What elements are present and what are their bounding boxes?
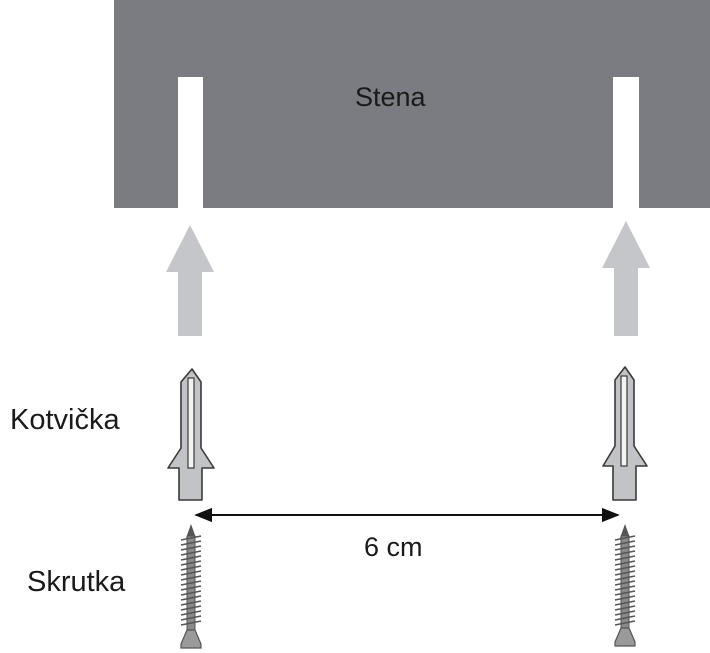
- wall-plug-icon-right: [602, 366, 648, 501]
- screw-icon-left: [180, 524, 202, 649]
- up-arrow-icon-left: [166, 225, 214, 336]
- screw-icon-right: [614, 524, 636, 647]
- up-arrow-icon-right: [602, 221, 650, 336]
- wall-label: Stena: [355, 82, 426, 112]
- wall: [114, 0, 710, 208]
- anchor-label: Kotvička: [10, 404, 120, 436]
- wall-plug-icon-left: [167, 368, 215, 501]
- screw-label: Skrutka: [27, 566, 126, 598]
- distance-label: 6 cm: [364, 532, 423, 562]
